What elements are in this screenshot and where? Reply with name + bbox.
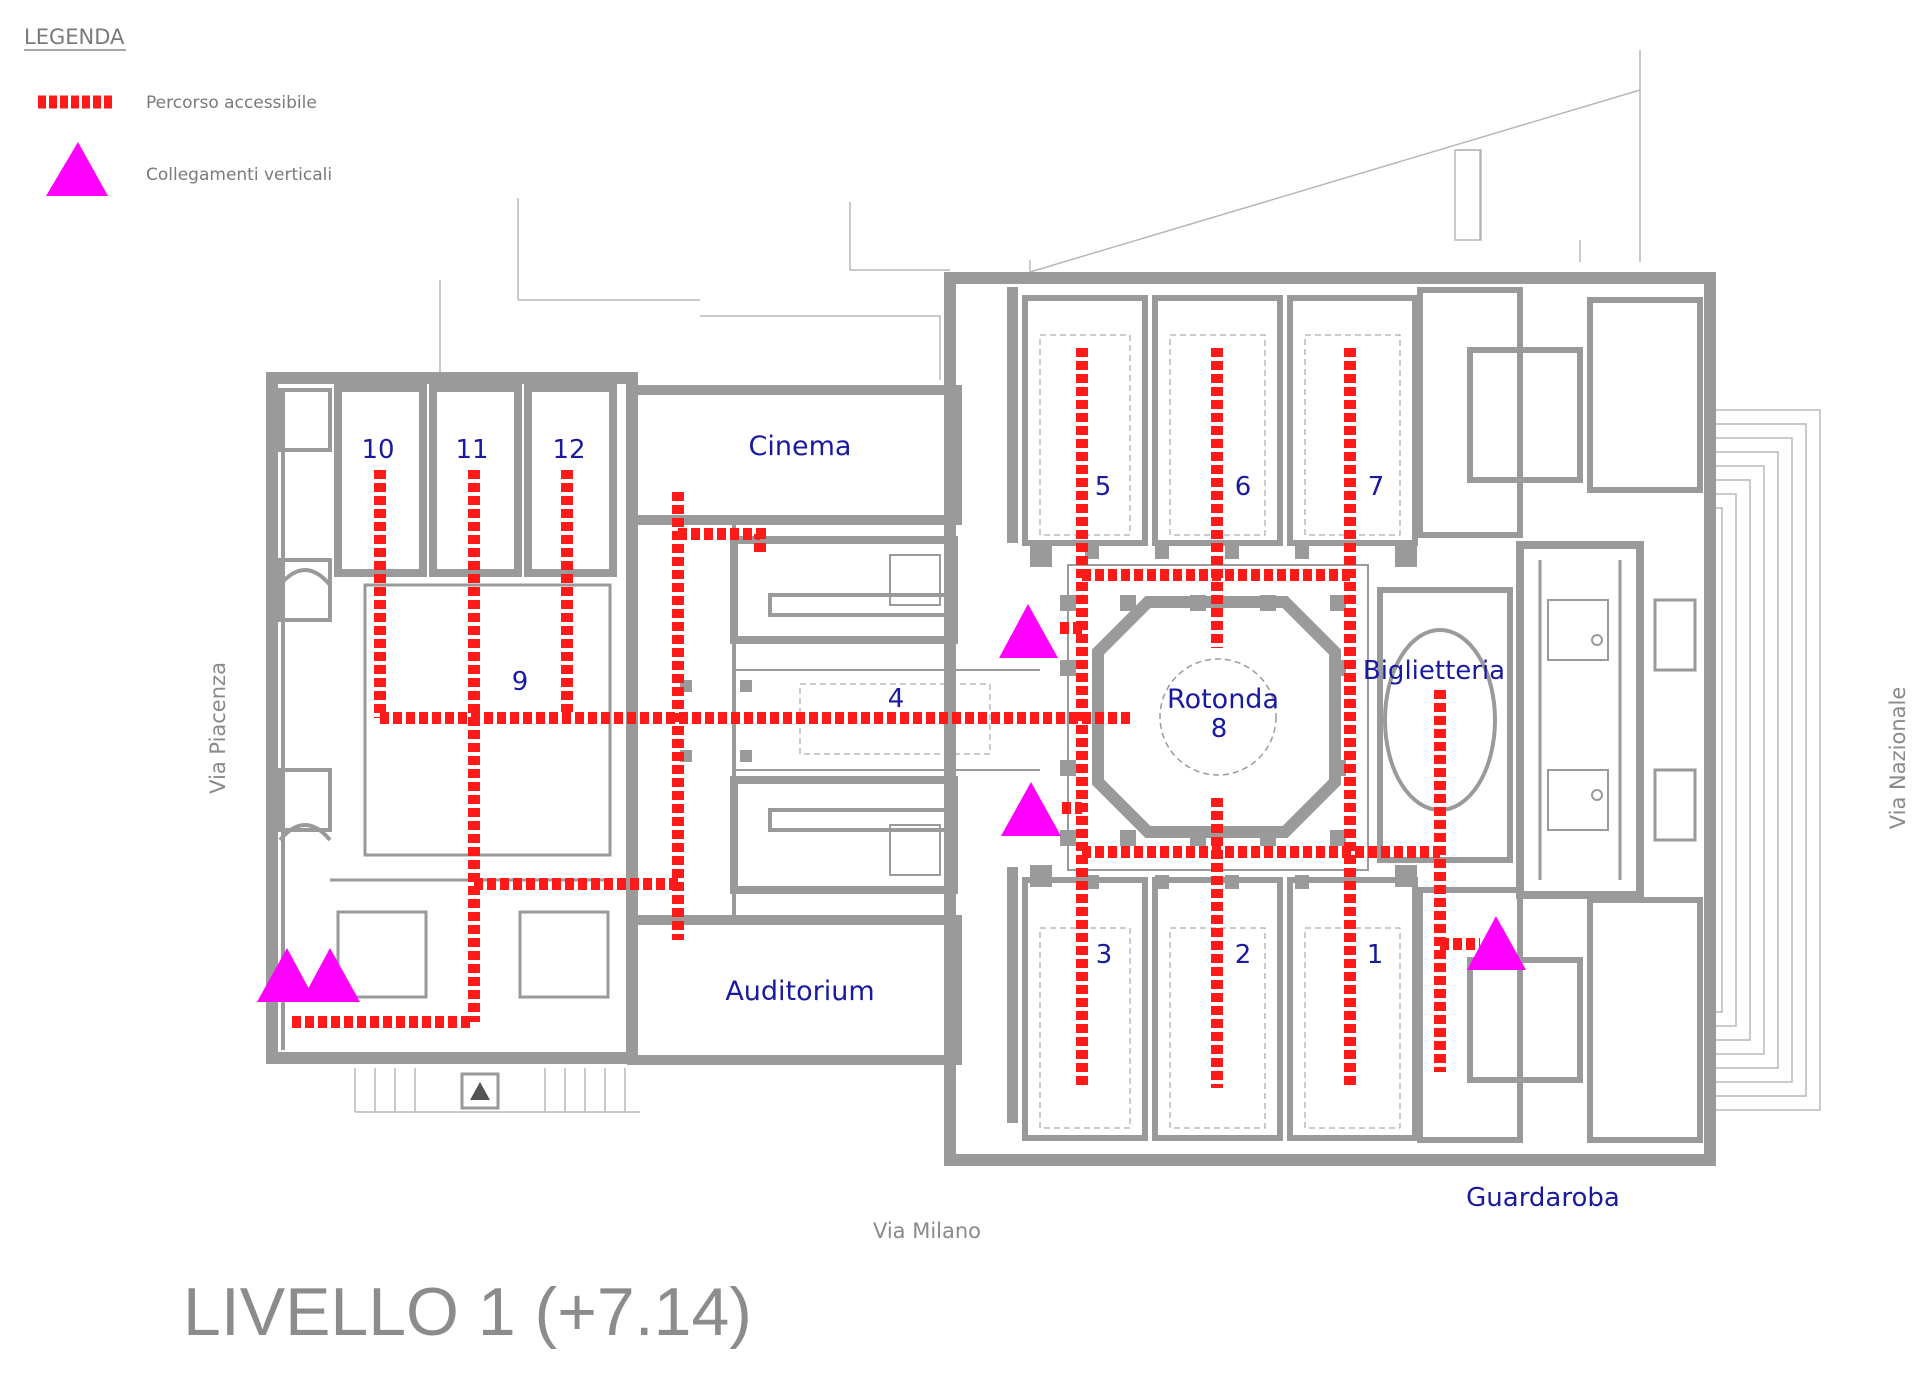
pillars — [680, 545, 1417, 889]
legend-triangle-icon — [46, 142, 108, 196]
vertical-link-triangle-icon — [301, 948, 360, 1002]
room-label-9: 9 — [512, 667, 529, 697]
room-label-3: 3 — [1096, 940, 1113, 970]
room-label-auditorium: Auditorium — [725, 976, 874, 1007]
room-label-8: 8 — [1211, 714, 1228, 744]
legend-title: LEGENDA — [24, 25, 125, 49]
room-label-5: 5 — [1095, 472, 1112, 502]
room-labels: 10 11 12 Cinema 5 6 7 9 4 Rotonda 8 Bigl… — [361, 431, 1619, 1213]
room-label-rotonda: Rotonda — [1167, 684, 1279, 715]
vertical-links — [257, 604, 1526, 1002]
room-label-cinema: Cinema — [749, 431, 852, 462]
street-label-via-milano: Via Milano — [873, 1219, 981, 1243]
room-label-2: 2 — [1235, 940, 1252, 970]
entrance-arrow-icon — [470, 1082, 490, 1100]
room-label-11: 11 — [455, 435, 488, 465]
context-lines — [354, 50, 1821, 1113]
legend-path-label: Percorso accessibile — [146, 93, 317, 113]
room-label-4: 4 — [888, 684, 905, 714]
room-label-1: 1 — [1367, 940, 1384, 970]
vertical-link-triangle-icon — [1467, 916, 1526, 970]
room-label-7: 7 — [1368, 472, 1385, 502]
accessible-path-segment — [678, 528, 766, 556]
map-title: LIVELLO 1 (+7.14) — [183, 1274, 752, 1350]
room-label-biglietteria: Biglietteria — [1363, 656, 1505, 686]
legend-vertical-label: Collegamenti verticali — [146, 165, 332, 185]
accessible-paths — [292, 348, 1480, 1088]
room-label-6: 6 — [1235, 472, 1252, 502]
street-label-via-nazionale: Via Nazionale — [1886, 687, 1910, 830]
vertical-link-triangle-icon — [257, 948, 316, 1002]
street-label-via-piacenza: Via Piacenza — [206, 662, 230, 794]
room-label-guardaroba: Guardaroba — [1466, 1183, 1620, 1213]
room-label-12: 12 — [552, 435, 585, 465]
vertical-link-triangle-icon — [999, 604, 1058, 658]
room-label-10: 10 — [361, 435, 394, 465]
street-labels: Via Piacenza Via Nazionale Via Milano — [206, 662, 1910, 1243]
vertical-link-triangle-icon — [1001, 782, 1061, 836]
legend: LEGENDA Percorso accessibile Collegament… — [24, 25, 332, 196]
